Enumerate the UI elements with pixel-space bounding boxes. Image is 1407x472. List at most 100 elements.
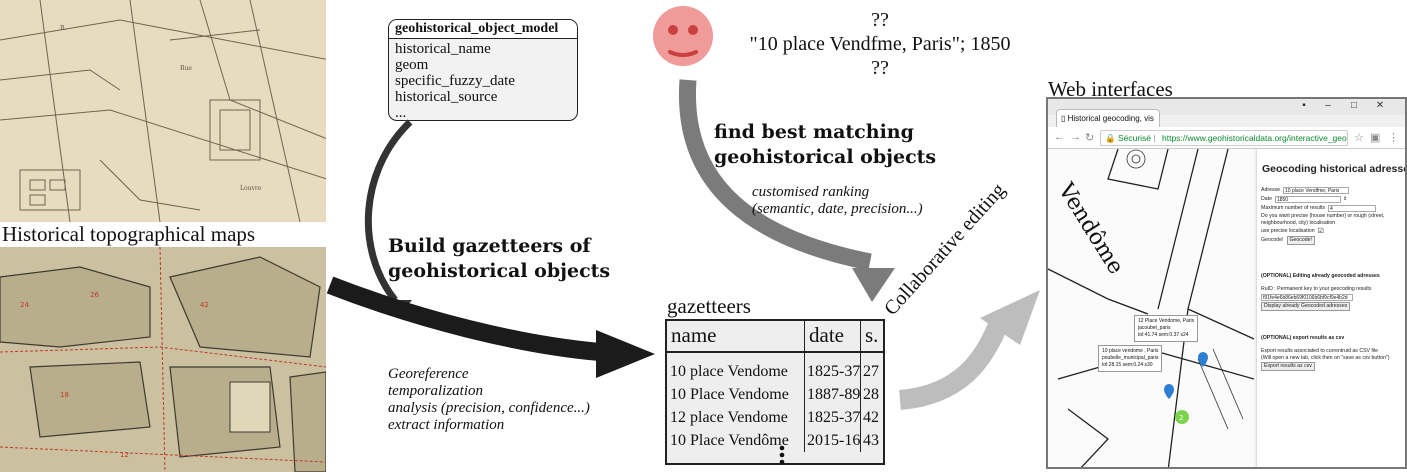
profile-icon[interactable]: ▪ [1302,100,1306,111]
browser-tab[interactable]: ▯ Historical geocoding, vis × [1056,109,1160,127]
display-geocoded-button[interactable]: Display already Geocoded adresses [1261,302,1351,311]
form-title: Geocoding historical adresses [1262,163,1407,175]
table-row: 12 place Vendome 1825-37 42 [667,406,883,429]
ruid-label: RuID : Permanent key to your geocoding r… [1261,286,1372,292]
model-field: specific_fuzzy_date [395,73,515,89]
geocode-button[interactable]: Geocode! [1286,236,1315,245]
secure-label: Sécurisé [1117,133,1152,143]
menu-dots-icon[interactable]: ⋮ [1388,132,1399,144]
map-cluster-icon [1175,410,1189,424]
close-window-icon[interactable]: ✕ [1375,100,1385,111]
gazetteer-table: name date s. 10 place Vendome 1825-37 27… [665,319,885,465]
query-unknown-top: ?? [871,9,889,31]
svg-text:26: 26 [90,291,99,299]
cell-date: 1825-37 [805,360,861,383]
cell-date: 1887-89 [805,383,861,406]
ruid-input[interactable]: f91fe4e6b86eb69f0106b6bf9cf9e4b2d [1261,294,1353,301]
build-title: Build gazetteers of geohistorical object… [388,234,610,284]
gazetteer-title: gazetteers [667,294,751,318]
max-results-input[interactable]: 4 [1328,205,1376,212]
maps-arrow [326,276,601,361]
geocoding-form: Geocoding historical adresses Adresse 10… [1256,149,1407,467]
match-title-line: geohistorical objects [714,146,937,168]
match-title-line: find best matching [714,121,914,143]
model-field: historical_name [395,41,491,57]
max-results-label: Maximum number of results [1261,205,1325,211]
url-text: https://www.geohistoricaldata.org/intera… [1162,133,1348,143]
maps-arrow-head [596,330,655,378]
extension-icon[interactable]: ▣ [1370,132,1381,144]
popup-line: jacoubet_paris [1138,325,1171,331]
map-popup: 10 place vendome , Paris poubelle_munici… [1098,345,1163,372]
object-model-box: geohistorical_object_model historical_na… [388,19,578,121]
popup-line: 12 Place Vendome, Paris [1138,318,1195,324]
build-title-line: Build gazetteers of [388,235,591,257]
back-icon[interactable]: ← [1054,131,1065,143]
cell-score: 42 [863,409,879,426]
header-date: date [805,321,861,351]
svg-text:Rue: Rue [180,65,192,72]
collab-arrow [898,316,1010,410]
export-help: Export results associated to currentruid… [1261,348,1379,354]
model-field: geom [395,57,429,73]
map-popup: 12 Place Vendome, Paris jacoubet_paris t… [1134,315,1199,342]
model-arrow [364,119,413,303]
close-tab-icon[interactable]: × [1159,114,1160,123]
forward-icon[interactable]: → [1070,131,1081,143]
match-note: (semantic, date, precision...) [752,201,923,217]
svg-text:42: 42 [200,301,209,309]
date-label: Date [1261,196,1272,202]
date-input[interactable]: 1850 [1274,196,1341,203]
build-notes: Georeference temporalization analysis (p… [388,366,590,434]
address-input[interactable]: 10 place Vendfme, Paris [1283,187,1350,194]
user-face-icon [653,6,713,66]
cell-date: 1825-37 [805,406,861,429]
header-score: s. [865,323,879,347]
geocode-label: Geocode! [1261,237,1284,243]
query-text: "10 place Vendfme, Paris"; 1850 [749,33,1011,55]
cell-score: 28 [863,386,879,403]
build-note: Georeference [388,366,469,382]
map-view[interactable]: Vendôme 2 12 Place Vendome, Paris jacoub… [1048,149,1254,467]
tab-label: Historical geocoding, vis [1067,114,1154,123]
cell-name: 10 Place Vendome [667,383,805,406]
query-unknown-bottom: ?? [871,57,889,79]
svg-text:18: 18 [60,391,69,399]
precision-help: Do you want precise (house number) or ro… [1261,213,1385,219]
cell-name: 10 Place Vendôme [667,429,805,452]
precise-check-label: use precise localisation [1261,228,1315,234]
cell-score: 27 [863,363,879,380]
popup-line: tol:28.15 sem:0.24 s30 [1102,362,1153,368]
match-title: find best matching geohistorical objects [714,120,936,170]
address-bar[interactable]: 🔒 Sécurisé | https://www.geohistoricalda… [1100,130,1348,146]
gazetteer-header: name date s. [667,321,883,353]
address-label: Adresse [1261,187,1281,193]
header-name: name [667,321,805,351]
stepper-icon[interactable]: ⇕ [1342,196,1348,202]
cell-name: 12 place Vendome [667,406,805,429]
bookmark-star-icon[interactable]: ☆ [1354,132,1364,144]
minimize-icon[interactable]: – [1325,100,1331,111]
svg-text:24: 24 [20,301,29,309]
model-title: geohistorical_object_model [389,20,577,39]
popup-line: 10 place vendome , Paris [1102,348,1159,354]
precise-checkbox[interactable]: ☑ [1317,228,1324,235]
svg-text:Louvre: Louvre [240,185,262,192]
navigation-bar: ← → ↻ 🔒 Sécurisé | https://www.geohistor… [1048,127,1405,149]
build-note: analysis (precision, confidence...) [388,400,590,416]
more-rows-dots-icon [779,445,785,465]
cell-date: 2015-16 [805,429,861,452]
model-field: historical_source [395,89,498,105]
maximize-icon[interactable]: □ [1350,100,1358,111]
historical-map-top: R. Rue Louvre [0,0,326,222]
popup-line: poubelle_municipal_paris [1102,355,1159,361]
export-csv-button[interactable]: Export results as csv [1261,362,1315,371]
reload-icon[interactable]: ↻ [1085,132,1095,144]
cluster-count: 2 [1179,414,1183,422]
build-note: extract information [388,417,505,433]
match-note: customised ranking [752,184,870,200]
export-section-title: (OPTIONAL) export results as csv [1261,335,1345,341]
svg-text:R.: R. [60,25,67,32]
